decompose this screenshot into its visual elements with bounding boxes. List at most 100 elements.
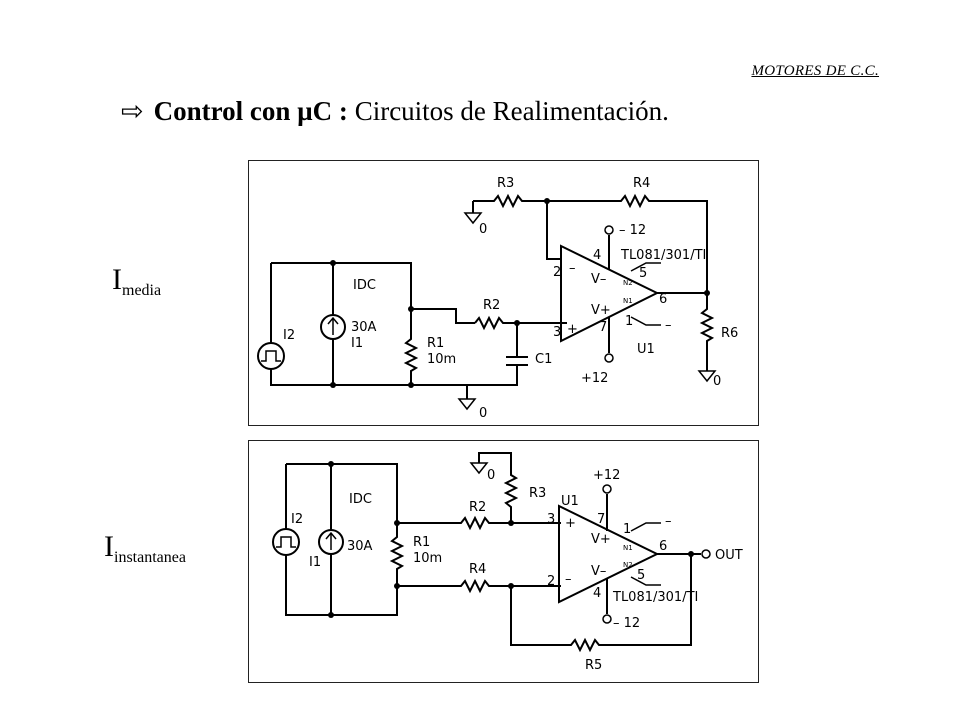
schematic-label: I1 bbox=[309, 555, 321, 570]
schematic-label: IDC bbox=[353, 278, 376, 293]
schematic-label: R4 bbox=[633, 176, 650, 191]
circuit-instantanea-schematic: 0 R3 R2 R4 R5 R1 10m IDC 30A I1 I2 +12 U… bbox=[272, 452, 743, 673]
resistor-r2 bbox=[474, 315, 561, 331]
resistor-r3 bbox=[489, 193, 547, 209]
schematic-label: 7 bbox=[599, 320, 607, 335]
wire bbox=[276, 536, 296, 548]
schematic-label: 3 bbox=[547, 512, 555, 527]
schematic-label: 7 bbox=[597, 512, 605, 527]
schematic-label: 30A bbox=[347, 539, 373, 554]
schematic-label: V– bbox=[591, 564, 606, 579]
schematic-label: 10m bbox=[427, 352, 456, 367]
wire bbox=[285, 555, 398, 616]
schematic-label: 5 bbox=[639, 266, 647, 281]
schematic-label: TL081/301/TI bbox=[612, 590, 698, 605]
schematic-label: 5 bbox=[637, 568, 645, 583]
label-iinstantanea: Iinstantanea bbox=[104, 530, 186, 567]
schematic-label: 6 bbox=[659, 539, 667, 554]
node-dot bbox=[328, 612, 334, 618]
schematic-label: R3 bbox=[529, 486, 546, 501]
slide-title: ⇨ Control con µC : Circuitos de Realiment… bbox=[121, 96, 669, 127]
resistor-r4 bbox=[397, 578, 561, 594]
schematic-label: N1 bbox=[623, 297, 633, 305]
schematic-label: – 12 bbox=[619, 223, 646, 238]
wire bbox=[411, 308, 475, 324]
title-bold: Control con µC : bbox=[153, 96, 348, 126]
schematic-label: OUT bbox=[715, 548, 743, 563]
resistor-r5 bbox=[510, 554, 692, 653]
schematic-label: N1 bbox=[623, 544, 633, 552]
node-dot bbox=[328, 461, 334, 467]
schematic-label: +12 bbox=[593, 468, 620, 483]
schematic-label: N2 bbox=[623, 561, 633, 569]
schematic-label: R6 bbox=[721, 326, 738, 341]
schematic-label: C1 bbox=[535, 352, 552, 367]
title-rest: Circuitos de Realimentación. bbox=[347, 96, 669, 126]
schematic-label: I2 bbox=[291, 512, 303, 527]
wire bbox=[270, 369, 412, 386]
schematic-label: R1 bbox=[413, 535, 430, 550]
schematic-label: R2 bbox=[469, 500, 486, 515]
circuit-instantanea-panel: 0 R3 R2 R4 R5 R1 10m IDC 30A I1 I2 +12 U… bbox=[248, 440, 759, 683]
wire bbox=[630, 576, 661, 586]
schematic-label: 10m bbox=[413, 551, 442, 566]
ground-icon bbox=[457, 398, 477, 411]
schematic-label: – bbox=[665, 318, 672, 333]
schematic-label: + bbox=[565, 516, 576, 531]
schematic-label: 0 bbox=[487, 468, 495, 483]
schematic-label: – bbox=[565, 572, 572, 587]
section-header: MOTORES DE C.C. bbox=[751, 63, 879, 79]
node-dot bbox=[604, 353, 614, 363]
wire bbox=[630, 262, 661, 272]
schematic-label: – bbox=[665, 514, 672, 529]
schematic-label: 30A bbox=[351, 320, 377, 335]
resistor-r4 bbox=[547, 193, 708, 293]
circuit-media-schematic: R3 0 R4 – 12 TL081/301/TI 4 2 – V– 5 N2 … bbox=[257, 176, 738, 421]
ground-icon bbox=[469, 462, 489, 475]
arrow-icon: ⇨ bbox=[121, 96, 144, 126]
wire bbox=[261, 350, 281, 362]
wire bbox=[546, 201, 561, 260]
label-iinst-sub: instantanea bbox=[114, 549, 186, 566]
wire bbox=[286, 463, 398, 523]
schematic-label: 0 bbox=[713, 374, 721, 389]
wire bbox=[630, 522, 661, 532]
schematic-label: U1 bbox=[561, 494, 579, 509]
node-dot bbox=[602, 614, 612, 624]
schematic-label: 0 bbox=[479, 406, 487, 421]
ground-icon bbox=[697, 370, 717, 383]
node-dot bbox=[320, 314, 346, 340]
schematic-label: – 12 bbox=[613, 616, 640, 631]
pulse-source-i2 bbox=[272, 528, 300, 556]
ground-icon bbox=[463, 212, 483, 225]
dc-current-source-i1 bbox=[320, 314, 346, 340]
schematic-label: 0 bbox=[479, 222, 487, 237]
schematic-label: U1 bbox=[637, 342, 655, 357]
capacitor-c1 bbox=[411, 323, 528, 386]
schematic-label: 4 bbox=[593, 248, 601, 263]
label-imedia: Imedia bbox=[112, 263, 161, 300]
label-iinst-main: I bbox=[104, 530, 114, 563]
schematic-label: N2 bbox=[623, 279, 633, 287]
schematic-label: TL081/301/TI bbox=[620, 248, 706, 263]
schematic-label: V+ bbox=[591, 303, 611, 318]
schematic-label: I2 bbox=[283, 328, 295, 343]
pulse-source-i2 bbox=[257, 342, 285, 370]
schematic-label: I1 bbox=[351, 336, 363, 351]
node-dot bbox=[330, 382, 336, 388]
schematic-label: V– bbox=[591, 272, 606, 287]
wire bbox=[327, 316, 339, 335]
schematic-label: – bbox=[569, 261, 576, 276]
resistor-r2 bbox=[397, 515, 561, 531]
resistor-r3 bbox=[478, 452, 519, 523]
output-terminal bbox=[701, 549, 711, 559]
schematic-label: 1 bbox=[623, 522, 631, 537]
schematic-label: IDC bbox=[349, 492, 372, 507]
node-dot bbox=[602, 484, 612, 494]
label-imedia-main: I bbox=[112, 263, 122, 296]
label-imedia-sub: media bbox=[122, 282, 162, 299]
schematic-label: 1 bbox=[625, 314, 633, 329]
node-dot bbox=[688, 551, 694, 557]
schematic-label: R3 bbox=[497, 176, 514, 191]
schematic-label: 2 bbox=[547, 574, 555, 589]
